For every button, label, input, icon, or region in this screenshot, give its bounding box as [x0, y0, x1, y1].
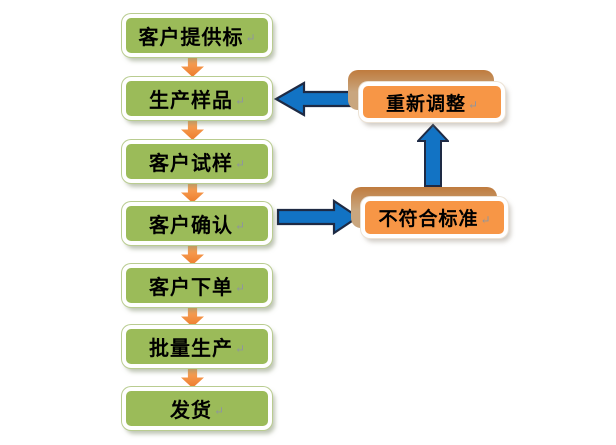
return-mark-icon: ↵ — [467, 97, 479, 112]
return-mark-icon: ↵ — [245, 31, 256, 45]
feedback-label: 重新调整 — [385, 93, 466, 115]
step-label: 发货 — [169, 400, 212, 422]
return-mark-icon: ↵ — [480, 213, 491, 227]
return-mark-icon: ↵ — [234, 342, 246, 356]
up-arrow-icon — [417, 123, 449, 187]
feedback-box-nonconform: 不符合标准↵ — [361, 197, 508, 238]
step-label: 生产样品 — [148, 90, 233, 112]
step-label: 批量生产 — [148, 338, 233, 360]
down-arrow-icon — [181, 121, 204, 140]
step-box-customer-provides-standard: 客户提供标↵ — [122, 14, 272, 57]
step-label: 客户提供标 — [138, 27, 244, 49]
step-label: 客户试样 — [148, 153, 233, 175]
return-mark-icon: ↵ — [234, 157, 246, 171]
feedback-label: 不符合标准 — [378, 209, 479, 230]
down-arrow-icon — [181, 369, 204, 388]
step-box-ship: 发货↵ — [122, 387, 272, 430]
step-label: 客户确认 — [148, 215, 233, 237]
feedback-group-adjust: 重新调整↵ — [348, 70, 506, 123]
return-mark-icon: ↵ — [234, 219, 246, 233]
return-mark-icon: ↵ — [234, 94, 246, 108]
left-arrow-icon — [274, 81, 356, 117]
down-arrow-icon — [181, 58, 204, 77]
step-box-produce-samples: 生产样品↵ — [122, 77, 272, 120]
step-box-mass-production: 批量生产↵ — [122, 325, 272, 368]
feedback-box-readjust: 重新调整↵ — [359, 82, 505, 122]
feedback-group-nonconform: 不符合标准↵ — [351, 187, 509, 241]
step-box-customer-order: 客户下单↵ — [122, 264, 272, 307]
return-mark-icon: ↵ — [234, 281, 246, 295]
down-arrow-icon — [181, 246, 204, 265]
down-arrow-icon — [181, 184, 204, 203]
step-box-customer-trial: 客户试样↵ — [122, 140, 272, 183]
step-label: 客户下单 — [148, 277, 233, 299]
right-arrow-icon — [276, 199, 360, 235]
step-box-customer-confirm: 客户确认↵ — [122, 202, 272, 245]
return-mark-icon: ↵ — [213, 404, 225, 418]
